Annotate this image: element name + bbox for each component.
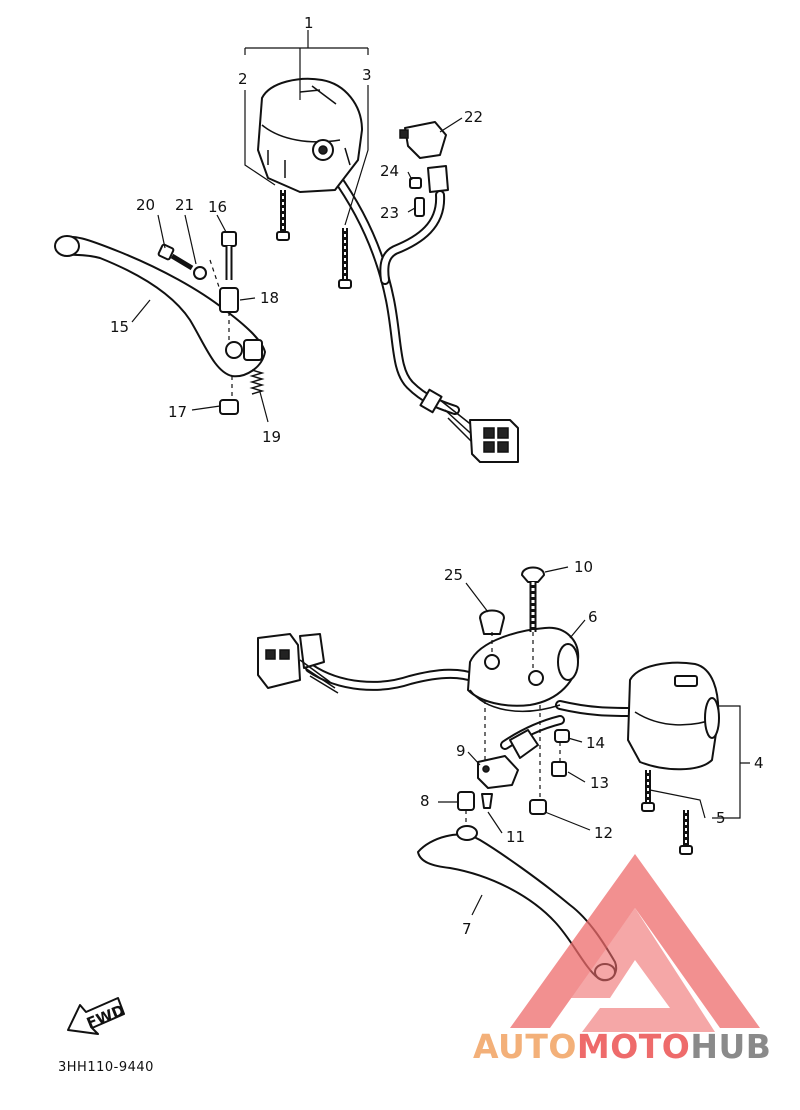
callout-10: 10 — [574, 558, 593, 576]
brake-switch — [477, 729, 539, 789]
callout-4: 4 — [754, 754, 764, 772]
callout-18: 18 — [260, 289, 279, 307]
callout-5: 5 — [716, 809, 726, 827]
callout-6: 6 — [588, 608, 598, 626]
cap-25 — [479, 609, 505, 635]
callout-2: 2 — [238, 70, 248, 88]
callout-24: 24 — [380, 162, 399, 180]
callout-13: 13 — [590, 774, 609, 792]
automotohub-wordmark: AUTOMOTOHUB — [473, 1027, 771, 1066]
drawing-code: 3HH110-9440 — [58, 1060, 154, 1075]
nut-24 — [409, 177, 422, 189]
wordmark-moto: MOTO — [576, 1027, 691, 1066]
upper-connector — [439, 399, 519, 463]
master-cylinder-bracket — [467, 626, 580, 713]
callout-9: 9 — [456, 742, 466, 760]
callout-7: 7 — [462, 920, 472, 938]
upper-switch-assembly — [54, 77, 519, 463]
lower-connector — [257, 633, 339, 694]
callout-14: 14 — [586, 734, 605, 752]
screw-3 — [338, 228, 352, 289]
callout-17: 17 — [168, 403, 187, 421]
spring-19 — [249, 369, 265, 395]
left-handlebar-switch — [257, 77, 363, 193]
automotohub-logo — [510, 854, 760, 1032]
screw-5a — [641, 770, 655, 812]
callout-8: 8 — [420, 792, 430, 810]
clutch-lever — [54, 235, 266, 378]
callout-1: 1 — [304, 14, 314, 32]
callout-19: 19 — [262, 428, 281, 446]
collar-8 — [457, 791, 475, 811]
callout-12: 12 — [594, 824, 613, 842]
callout-11: 11 — [506, 828, 525, 846]
nut-14 — [554, 729, 570, 743]
right-handlebar-switch — [627, 661, 720, 771]
nut-17 — [219, 399, 239, 415]
callout-22: 22 — [464, 108, 483, 126]
clutch-switch — [399, 121, 449, 193]
bolt-20 — [157, 243, 194, 271]
screw-2 — [276, 190, 290, 241]
leader-lines — [131, 30, 750, 916]
wordmark-auto: AUTO — [473, 1027, 577, 1066]
callout-25: 25 — [444, 566, 463, 584]
callout-21: 21 — [175, 196, 194, 214]
screw-11 — [481, 793, 493, 809]
lower-switch-assembly — [257, 566, 720, 982]
collar-18 — [219, 287, 239, 313]
callout-20: 20 — [136, 196, 155, 214]
screw-23 — [414, 197, 425, 217]
screw-13 — [551, 761, 567, 777]
callout-3: 3 — [362, 66, 372, 84]
nut-12 — [529, 799, 547, 815]
callout-23: 23 — [380, 204, 399, 222]
washer-21 — [193, 266, 207, 280]
callout-15: 15 — [110, 318, 129, 336]
fwd-arrow: FWD — [67, 997, 127, 1035]
callout-labels: 1 2 3 22 24 23 20 21 16 18 15 17 19 25 1… — [110, 14, 764, 938]
wordmark-hub: HUB — [690, 1027, 772, 1066]
callout-16: 16 — [208, 198, 227, 216]
screw-5b — [679, 810, 693, 855]
bolt-16 — [221, 231, 237, 280]
bolt-10 — [521, 566, 545, 632]
